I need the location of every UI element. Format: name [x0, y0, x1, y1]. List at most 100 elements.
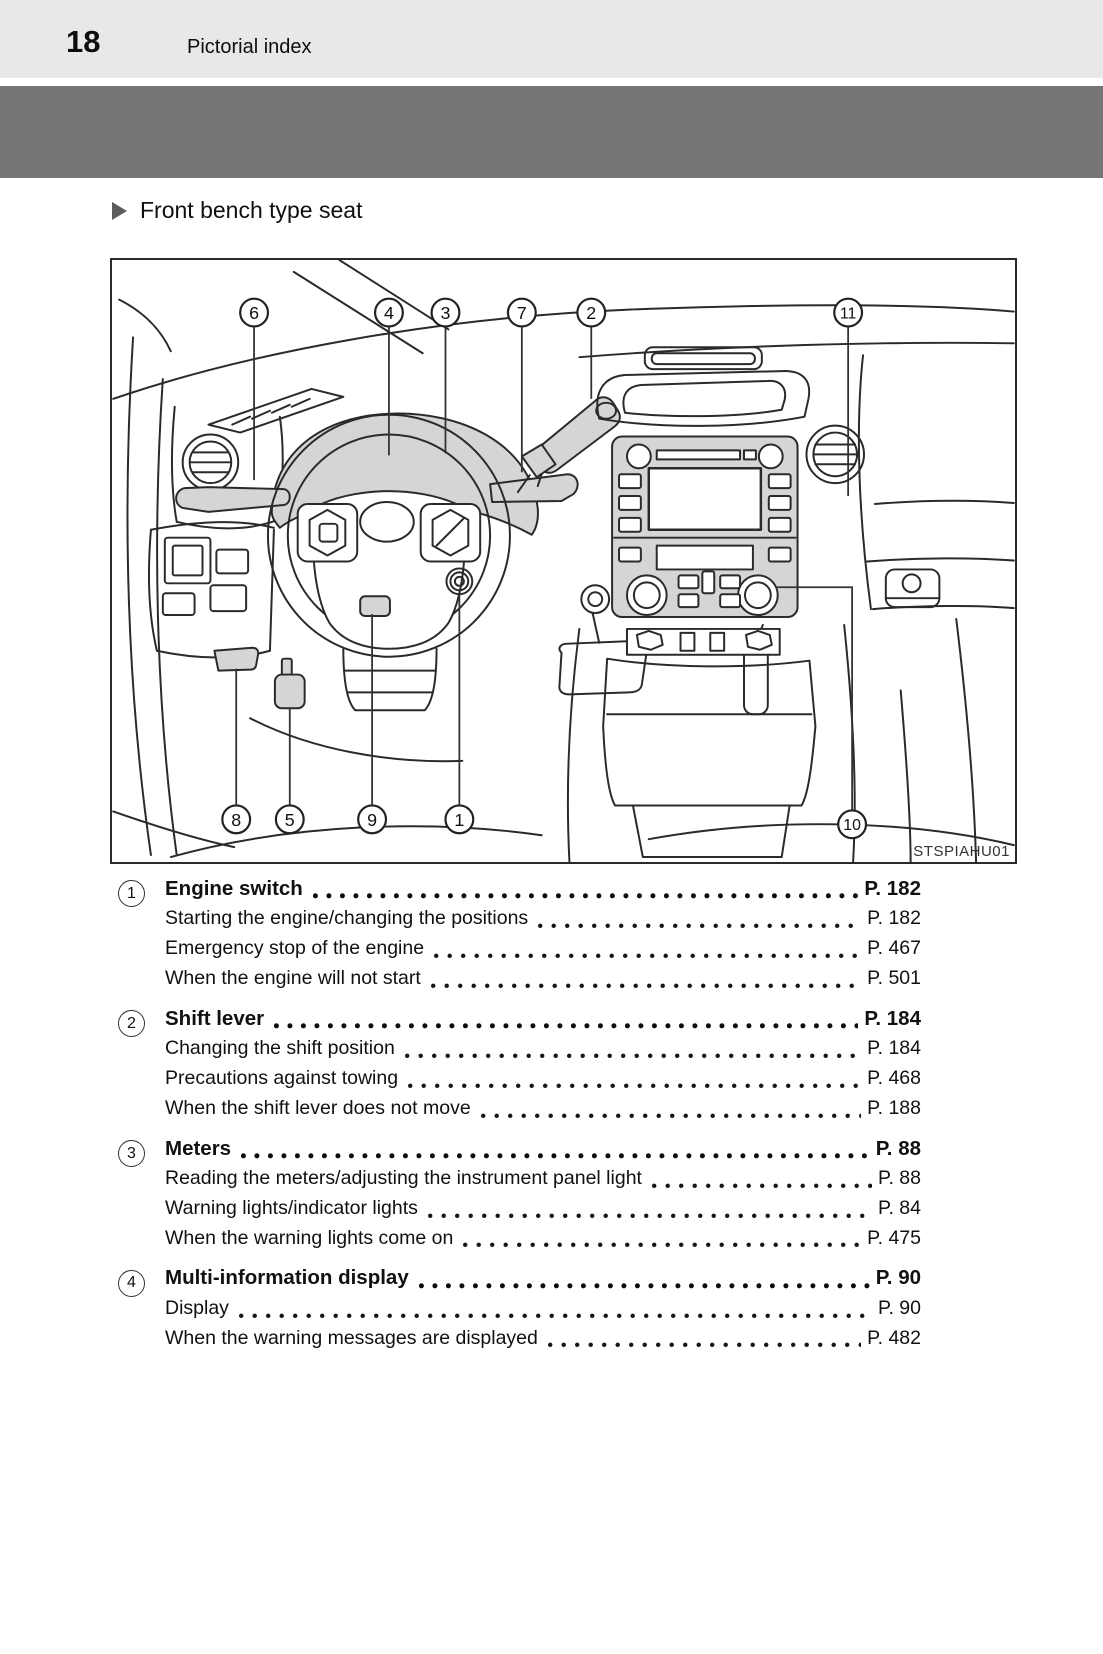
callout-2: 2	[576, 297, 607, 399]
subitem-page-ref: P. 184	[867, 1037, 921, 1060]
subitem-page-ref: P. 88	[877, 1166, 921, 1189]
callout-number-11: 11	[840, 305, 857, 322]
entry-title-row: 3 Meters P. 88	[118, 1134, 921, 1167]
figure-code: STSPIAHU01	[913, 843, 1010, 860]
index-subitem: When the shift lever does not move P. 188	[118, 1094, 921, 1124]
callout-number-1: 1	[454, 810, 464, 830]
dot-leader	[418, 1282, 870, 1289]
callout-number-2: 2	[586, 303, 596, 323]
triangle-bullet-icon	[112, 201, 127, 220]
dot-leader	[538, 923, 862, 930]
callout-number-3: 3	[441, 303, 451, 323]
dot-leader	[463, 1242, 862, 1249]
callout-number-10: 10	[843, 817, 861, 834]
callout-1: 1	[444, 595, 475, 835]
subitem-page-ref: P. 188	[867, 1096, 921, 1119]
index-subitem: Precautions against towing P. 468	[118, 1064, 921, 1094]
page-number: 18	[66, 24, 101, 59]
entry-number-badge: 3	[118, 1139, 145, 1167]
section-title: Pictorial index	[187, 36, 312, 58]
callout-3: 3	[430, 297, 461, 454]
entry-page-ref: P. 184	[864, 1006, 921, 1030]
callout-number-4: 4	[384, 303, 394, 323]
subitem-label: Warning lights/indicator lights	[165, 1196, 418, 1219]
subitem-label: When the warning lights come on	[165, 1226, 454, 1249]
dot-leader	[238, 1312, 872, 1319]
callout-5: 5	[274, 708, 305, 835]
entry-title: Meters	[165, 1136, 232, 1160]
callout-10: 10	[775, 586, 868, 840]
subitem-label: Precautions against towing	[165, 1066, 399, 1089]
entry-number-badge: 1	[118, 880, 145, 908]
index-subitem: When the warning lights come on P. 475	[118, 1224, 921, 1254]
callout-4: 4	[373, 297, 404, 456]
subitem-page-ref: P. 182	[867, 907, 921, 930]
subitem-label: Reading the meters/adjusting the instrum…	[165, 1166, 642, 1189]
dot-leader	[434, 952, 862, 959]
chapter-banner	[0, 86, 1103, 178]
dashboard-line-art	[112, 259, 1015, 863]
entry-title-row: 2 Shift lever P. 184	[118, 1004, 921, 1038]
subitem-page-ref: P. 482	[867, 1326, 921, 1349]
index-subitem: Changing the shift position P. 184	[118, 1034, 921, 1064]
callout-number-8: 8	[231, 810, 241, 830]
index-subitem: Starting the engine/changing the positio…	[118, 904, 921, 934]
dot-leader	[480, 1112, 862, 1119]
figure-callouts: 6 4 3 7 2 11 8 5 9 1 10	[221, 297, 868, 840]
page-header-bar: 18 Pictorial index	[0, 0, 1103, 78]
subitem-label: When the warning messages are displayed	[165, 1326, 538, 1349]
callout-7: 7	[506, 297, 537, 473]
dashboard-figure: 6 4 3 7 2 11 8 5 9 1 10 STSPIAHU01	[110, 258, 1017, 864]
subitem-label: Display	[165, 1296, 229, 1319]
entry-page-ref: P. 88	[875, 1136, 921, 1160]
callout-11: 11	[833, 297, 864, 497]
entry-title-row: 1 Engine switch P. 182	[118, 874, 921, 908]
figure-subtitle: Front bench type seat	[112, 197, 362, 224]
index-subitem: When the engine will not start P. 501	[118, 964, 921, 994]
dot-leader	[651, 1182, 872, 1189]
index-subitem: Warning lights/indicator lights P. 84	[118, 1194, 921, 1224]
subitem-label: Starting the engine/changing the positio…	[165, 907, 529, 930]
subitem-page-ref: P. 467	[867, 937, 921, 960]
subitem-label: When the engine will not start	[165, 966, 421, 989]
dot-leader	[430, 982, 862, 989]
entry-title: Engine switch	[165, 877, 303, 900]
dot-leader	[408, 1082, 862, 1089]
entry-page-ref: P. 90	[875, 1266, 921, 1290]
subitem-page-ref: P. 501	[867, 966, 921, 989]
dot-leader	[404, 1052, 862, 1059]
dot-leader	[274, 1023, 859, 1030]
dot-leader	[547, 1342, 862, 1349]
entry-number-badge: 4	[118, 1269, 145, 1297]
entry-page-ref: P. 182	[864, 877, 921, 900]
subitem-page-ref: P. 475	[867, 1226, 921, 1249]
subitem-page-ref: P. 468	[867, 1066, 921, 1089]
dashboard-illustration: 6 4 3 7 2 11 8 5 9 1 10	[112, 259, 1015, 863]
subitem-label: Changing the shift position	[165, 1037, 395, 1060]
entry-title: Multi-information display	[165, 1266, 409, 1290]
dot-leader	[241, 1152, 870, 1159]
dot-leader	[427, 1212, 872, 1219]
subtitle-label: Front bench type seat	[140, 197, 363, 223]
subitem-page-ref: P. 90	[877, 1296, 921, 1319]
entry-title-row: 4 Multi-information display P. 90	[118, 1263, 921, 1297]
index-subitem: Display P. 90	[118, 1294, 921, 1324]
subitem-label: When the shift lever does not move	[165, 1096, 471, 1119]
index-subitem: Reading the meters/adjusting the instrum…	[118, 1164, 921, 1194]
callout-8: 8	[221, 668, 252, 835]
entry-number-badge: 2	[118, 1010, 145, 1038]
callout-number-5: 5	[285, 810, 295, 830]
index-subitem: When the warning messages are displayed P…	[118, 1324, 921, 1354]
subitem-page-ref: P. 84	[877, 1196, 921, 1219]
entry-title: Shift lever	[165, 1006, 265, 1030]
callout-9: 9	[357, 614, 388, 835]
callout-number-6: 6	[249, 303, 259, 323]
callout-number-7: 7	[517, 303, 527, 323]
dot-leader	[312, 893, 859, 900]
index-entry-3: 3 Meters P. 88 Reading the meters/adjusting…	[118, 1134, 921, 1254]
